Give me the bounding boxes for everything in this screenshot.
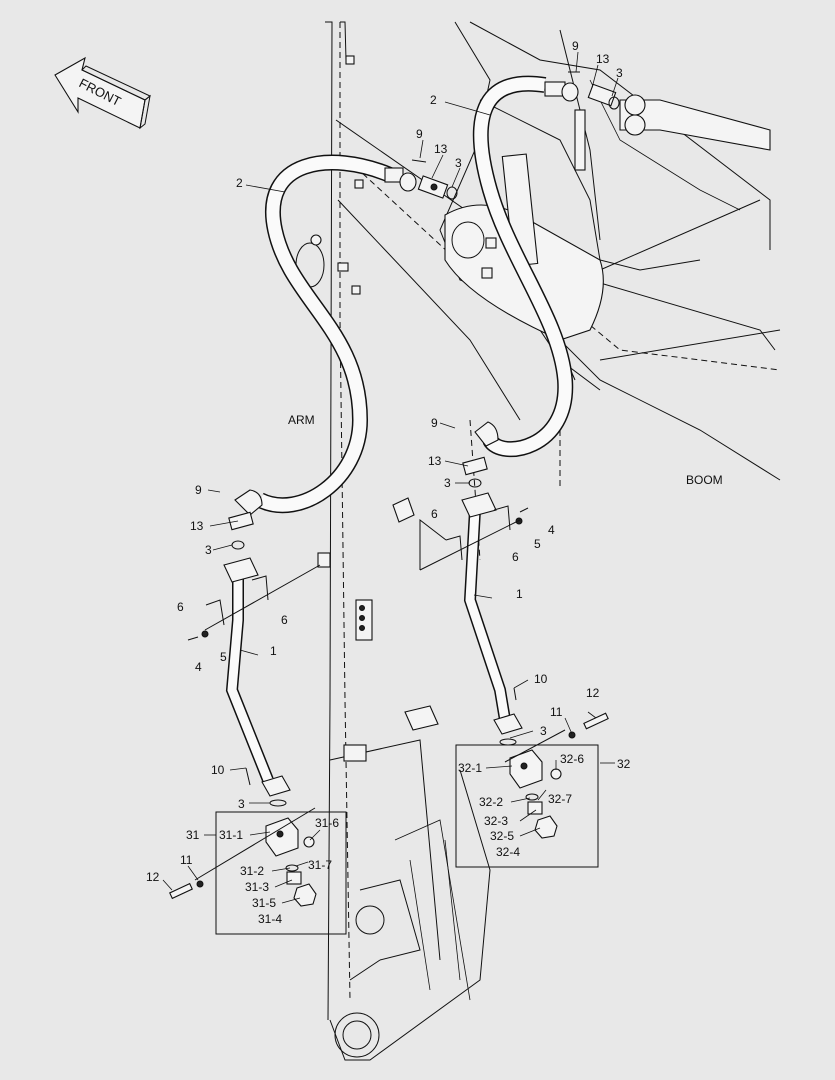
callout-3: 3 bbox=[205, 543, 212, 557]
callout-6: 6 bbox=[431, 507, 438, 521]
arm-brackets bbox=[392, 497, 439, 731]
callout-13: 13 bbox=[434, 142, 448, 156]
callout-31-7: 31-7 bbox=[308, 858, 332, 872]
leader-lines bbox=[162, 51, 619, 904]
callout-1: 1 bbox=[516, 587, 523, 601]
callout-31-4: 31-4 bbox=[258, 912, 282, 926]
callout-9: 9 bbox=[195, 483, 202, 497]
callout-32-2: 32-2 bbox=[479, 795, 503, 809]
callout-32-1: 32-1 bbox=[458, 761, 482, 775]
top-fittings bbox=[411, 71, 620, 200]
callout-6: 6 bbox=[177, 600, 184, 614]
callout-32-7: 32-7 bbox=[548, 792, 572, 806]
callout-13: 13 bbox=[596, 52, 610, 66]
callout-3: 3 bbox=[540, 724, 547, 738]
callout-9: 9 bbox=[431, 416, 438, 430]
callout-11: 11 bbox=[550, 705, 563, 719]
callout-3: 3 bbox=[616, 66, 623, 80]
callout-3: 3 bbox=[238, 797, 245, 811]
callout-12: 12 bbox=[146, 870, 160, 884]
hose-left bbox=[234, 154, 417, 516]
callout-31-2: 31-2 bbox=[240, 864, 264, 878]
callouts: 9 13 3 2 9 13 3 2 9 13 3 6 6 4 5 1 9 13 … bbox=[146, 39, 631, 926]
callout-3: 3 bbox=[444, 476, 451, 490]
callout-2: 2 bbox=[430, 93, 437, 107]
callout-1: 1 bbox=[270, 644, 277, 658]
detail-box-31 bbox=[169, 807, 347, 935]
callout-3: 3 bbox=[455, 156, 462, 170]
callout-4: 4 bbox=[195, 660, 202, 674]
callout-13: 13 bbox=[190, 519, 204, 533]
callout-12: 12 bbox=[586, 686, 600, 700]
callout-11: 11 bbox=[180, 853, 193, 867]
callout-5: 5 bbox=[534, 537, 541, 551]
callout-31-3: 31-3 bbox=[245, 880, 269, 894]
front-arrow: FRONT bbox=[54, 56, 151, 130]
boom-label: BOOM bbox=[686, 473, 723, 487]
callout-5: 5 bbox=[220, 650, 227, 664]
callout-9: 9 bbox=[572, 39, 579, 53]
callout-6: 6 bbox=[512, 550, 519, 564]
detail-box-32 bbox=[455, 712, 609, 868]
callout-6: 6 bbox=[281, 613, 288, 627]
pipe-right bbox=[419, 456, 529, 746]
callout-10: 10 bbox=[534, 672, 548, 686]
hose-right bbox=[472, 75, 579, 458]
callout-9: 9 bbox=[416, 127, 423, 141]
callout-32-6: 32-6 bbox=[560, 752, 584, 766]
callout-31-5: 31-5 bbox=[252, 896, 276, 910]
callout-32-4: 32-4 bbox=[496, 845, 520, 859]
pipe-left bbox=[187, 511, 321, 807]
callout-4: 4 bbox=[548, 523, 555, 537]
callout-32-3: 32-3 bbox=[484, 814, 508, 828]
callout-13: 13 bbox=[428, 454, 442, 468]
callout-32: 32 bbox=[617, 757, 631, 771]
callout-10: 10 bbox=[211, 763, 225, 777]
callout-32-5: 32-5 bbox=[490, 829, 514, 843]
callout-2: 2 bbox=[236, 176, 243, 190]
callout-31: 31 bbox=[186, 828, 200, 842]
callout-31-1: 31-1 bbox=[219, 828, 243, 842]
callout-31-6: 31-6 bbox=[315, 816, 339, 830]
arm-label: ARM bbox=[288, 413, 315, 427]
